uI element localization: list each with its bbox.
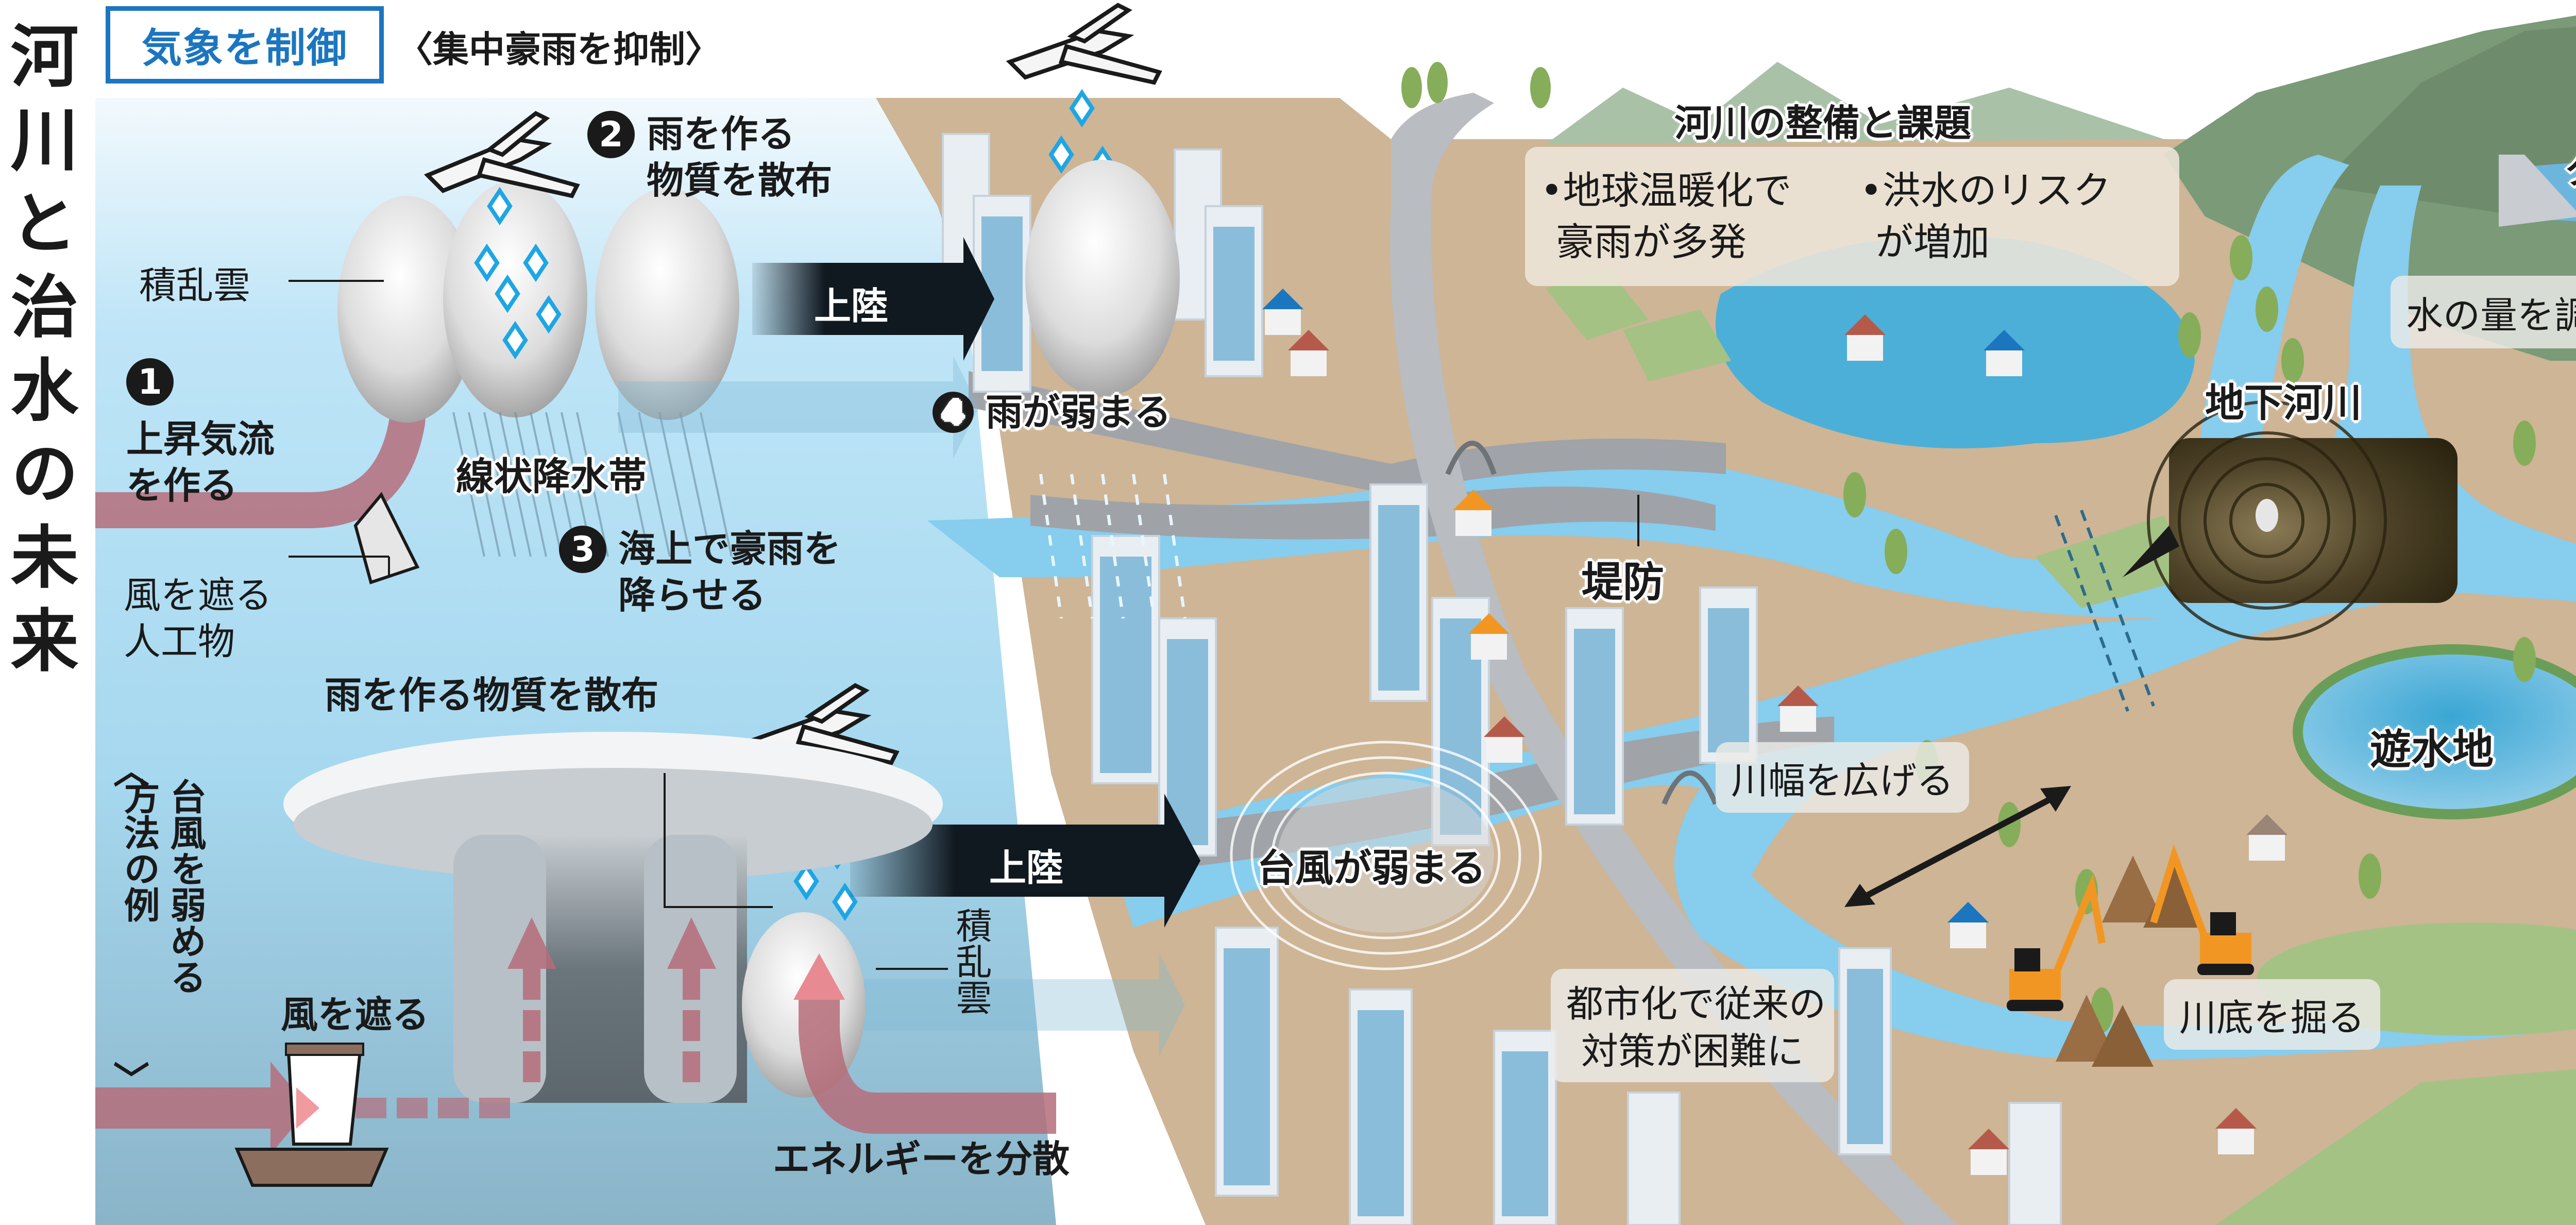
step-3-line1: 海上で豪雨を xyxy=(618,527,841,570)
issue-warming-line1: •地球温暖化で xyxy=(1540,169,1792,213)
urban-issue-panel: 都市化で従来の 対策が困難に xyxy=(1551,969,1834,1082)
landfall-label-typhoon: 上陸 xyxy=(989,846,1064,890)
widen-river-label: 川幅を広げる xyxy=(1716,742,1970,813)
step-4-text: 雨が弱まる xyxy=(986,391,1172,434)
bracket-title-col1: 台風を弱める xyxy=(164,778,207,995)
dredge-label: 川底を掘る xyxy=(2164,979,2381,1050)
windbreak-label: 風を遮る 人工物 xyxy=(124,572,272,665)
urban-issue-line1: 都市化で従来の xyxy=(1566,982,1826,1026)
step-4-badge: 4 xyxy=(933,392,974,433)
dam-caption: 水の量を調整 xyxy=(2391,276,2576,348)
cumulonimbus-label: 積乱雲 xyxy=(139,264,251,307)
typhoon-cumulonimbus-label: 積乱雲 xyxy=(950,907,992,1015)
retention-pond-label: 遊水地 xyxy=(2370,725,2494,774)
step-2-label: 2 雨を作る 物質を散布 xyxy=(587,111,832,204)
typhoon-methods-bracket: ︿ 台風を弱める 方法の例 ﹀ xyxy=(113,742,216,1101)
disperse-energy-label: エネルギーを分散 xyxy=(773,1137,1070,1181)
step-2-line2: 物質を散布 xyxy=(647,159,833,202)
step-4-label: 4 雨が弱まる xyxy=(933,392,1171,433)
main-title: 河川と治水の未来 xyxy=(0,21,78,689)
bracket-close: ﹀ xyxy=(113,1059,149,1101)
step-3-badge: 3 xyxy=(559,526,606,573)
block-wind-label: 風を遮る xyxy=(281,993,430,1036)
step-3-label: 3 海上で豪雨を 降らせる xyxy=(559,526,841,618)
weather-control-subtitle: 〈集中豪雨を抑制〉 xyxy=(397,28,721,71)
issue-flood-risk: •洪水のリスク が増加 xyxy=(1860,165,2111,268)
typhoon-seeding-label: 雨を作る物質を散布 xyxy=(325,674,659,717)
step-1-line1: 上昇気流 xyxy=(126,417,275,461)
bracket-open: ︿ xyxy=(113,750,149,792)
typhoon-weakens-label: 台風が弱まる xyxy=(1257,846,1486,891)
weather-control-heading: 気象を制御 xyxy=(106,6,384,83)
urban-issue-text: 都市化で従来の 対策が困難に xyxy=(1566,980,1826,1075)
river-issues-panel: •地球温暖化で 豪雨が多発 •洪水のリスク が増加 xyxy=(1525,147,2179,286)
rainband-label: 線状降水帯 xyxy=(456,455,647,499)
step-2-badge: 2 xyxy=(587,111,635,158)
windbreak-line1: 風を遮る xyxy=(124,574,273,617)
issue-flood-risk-line1: •洪水のリスク xyxy=(1860,169,2111,213)
step-1-label: 1 上昇気流 を作る xyxy=(126,358,275,509)
windbreak-line2: 人工物 xyxy=(124,620,235,663)
step-3-line2: 降らせる xyxy=(618,574,766,617)
levee-label: 堤防 xyxy=(1582,558,1664,606)
issue-flood-risk-line2: が増加 xyxy=(1875,220,1990,264)
step-1-badge: 1 xyxy=(126,358,174,406)
issue-warming-line2: 豪雨が多発 xyxy=(1556,220,1747,264)
dam-label: ダム xyxy=(2566,139,2576,193)
underground-river-label: 地下河川 xyxy=(2205,380,2362,426)
step-2-line1: 雨を作る xyxy=(647,112,795,156)
landfall-label-rain: 上陸 xyxy=(814,284,889,328)
river-section-heading: 河川の整備と課題 xyxy=(1674,102,1972,145)
step-1-line2: を作る xyxy=(126,464,238,507)
urban-issue-line2: 対策が困難に xyxy=(1581,1030,1804,1073)
bracket-title-col2: 方法の例 xyxy=(118,778,160,922)
issue-warming: •地球温暖化で 豪雨が多発 xyxy=(1540,165,1792,268)
